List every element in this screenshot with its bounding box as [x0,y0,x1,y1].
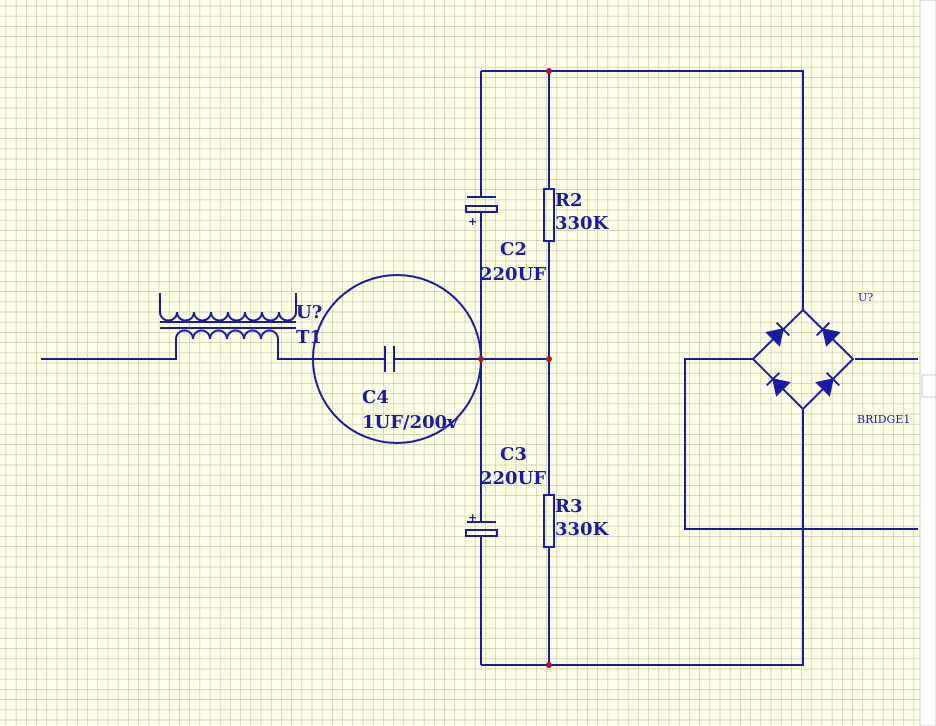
c2-designator: C2 [500,239,527,260]
bridge-designator: U? [858,291,873,304]
transformer-secondary-coil [175,329,279,340]
r2-designator: R2 [555,190,582,211]
wire-top-rail [481,70,804,310]
wires [41,70,918,666]
resistor-r3[interactable]: R3 330K [543,494,610,548]
junction-dot [546,68,552,74]
junction-dot [478,356,484,362]
wire-bottom-rail [481,410,804,666]
capacitor-c2[interactable]: + C2 220UF [465,196,546,285]
transformer-designator: U? [296,302,322,323]
diode-lower-right [815,371,841,397]
scrollbar-edge[interactable] [919,0,936,726]
c2-plate-bottom [465,205,498,213]
wire-transformer-top [159,293,297,312]
capacitor-c3[interactable]: + C3 220UF [465,444,546,537]
wire-input-left [41,339,177,360]
transformer-primary-coil [159,311,297,322]
r3-body [543,494,555,548]
c3-value: 220UF [480,468,546,489]
diode-upper-right [815,321,841,347]
bridge-name: BRIDGE1 [857,413,910,426]
resistor-r2[interactable]: R2 330K [543,188,610,242]
r2-body [543,188,555,242]
c2-value: 220UF [480,264,546,285]
r3-value: 330K [555,519,610,540]
c3-plate-bottom [465,529,498,537]
junctions [478,68,552,668]
wire-transformer-out [277,339,549,360]
c3-polarity: + [468,511,477,524]
r3-designator: R3 [555,496,582,517]
scrollbar-thumb[interactable] [921,374,936,398]
c4-value: 1UF/200v [362,412,458,433]
junction-dot [546,356,552,362]
transformer-t1[interactable]: U? T1 [159,302,322,348]
junction-dot [546,662,552,668]
r2-value: 330K [555,213,610,234]
diode-upper-left [765,321,791,347]
c4-designator: C4 [362,387,389,408]
wire-bridge-loop [684,358,918,530]
diode-lower-left [765,371,791,397]
c2-polarity: + [468,215,477,228]
c3-designator: C3 [500,444,527,465]
capacitor-c4[interactable]: C4 1UF/200v [362,346,458,433]
bridge-diamond [751,308,855,411]
bridge-rectifier[interactable]: U? BRIDGE1 [751,291,910,426]
